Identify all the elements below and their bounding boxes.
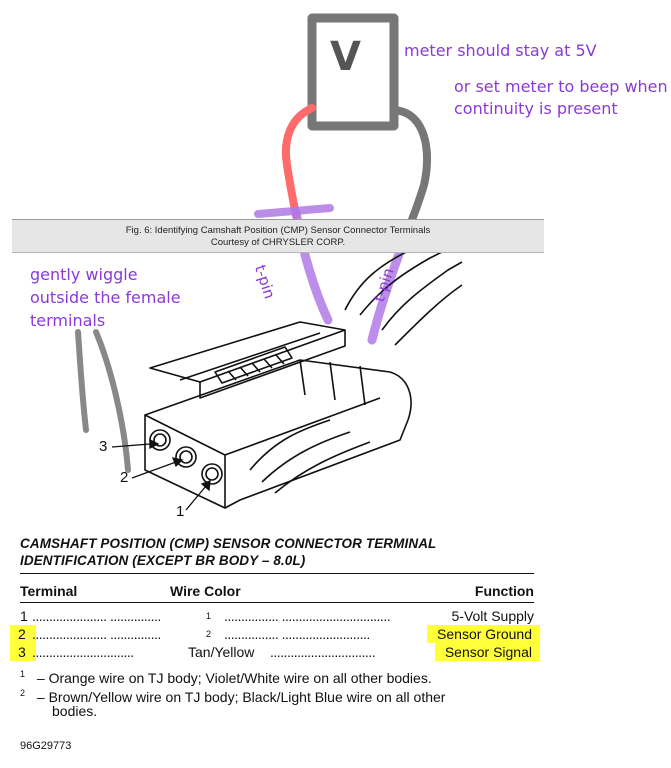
table-row: 3 .............................. Tan/Yel… [10,643,540,661]
footnote-2-mark: 2 [20,688,26,698]
table-title-rule [20,573,534,574]
row3-dots2: ............................... [270,644,376,660]
row2-wire: 2 [206,629,212,639]
row3-wire: Tan/Yellow [188,644,255,660]
header-function: Function [474,583,534,599]
row2-terminal: 2 [10,625,36,643]
terminal-label-3: 3 [99,438,108,455]
terminal-label-1: 1 [176,503,185,520]
annotation-wiggle-line3: terminals [30,311,106,330]
row1-function: 5-Volt Supply [451,608,535,624]
voltmeter-box [307,13,399,131]
figure-caption-credit: Courtesy of CHRYSLER CORP. [210,237,346,248]
black-probe-lead [390,106,432,239]
annotation-meter-5v: meter should stay at 5V [404,41,597,60]
row1-dots: ...................... ............... [32,608,161,624]
footnote-2-text-line1: – Brown/Yellow wire on TJ body; Black/Li… [36,688,446,705]
wiggle-stroke-left [75,329,89,433]
annotation-beep-line2: continuity is present [454,99,618,118]
header-wire-color: Wire Color [170,583,241,599]
table-row: 1 ...................... ...............… [20,607,534,625]
figure-caption-bar: Fig. 6: Identifying Camshaft Position (C… [12,219,544,253]
header-terminal: Terminal [20,583,78,599]
row3-terminal: 3 [10,643,36,661]
table-row: 2 ...................... ...............… [10,625,540,643]
red-probe-lead [282,104,316,219]
footnote-2: 2 – Brown/Yellow wire on TJ body; Black/… [20,685,540,706]
annotation-beep-line1: or set meter to beep when [454,77,668,96]
connector-drawing [144,241,463,509]
row3-function: Sensor Signal [434,643,540,661]
annotation-wiggle-line1: gently wiggle [30,265,138,284]
row1-terminal: 1 [20,608,28,624]
terminal-leaders [111,438,211,511]
table-title-line2: IDENTIFICATION (EXCEPT BR BODY – 8.0L) [20,553,306,568]
annotation-wiggle-line2: outside the female [30,288,181,307]
row2-dots: ...................... ............... [32,626,161,642]
row1-dots2: ................ .......................… [224,608,391,624]
header-rule [20,602,534,603]
row2-dots2: ................ .......................… [224,626,370,642]
footnote-1-text: – Orange wire on TJ body; Violet/White w… [36,669,432,686]
footnote-2-cont: bodies. [52,703,98,719]
row1-wire: 1 [206,611,212,621]
footnote-1-mark: 1 [20,669,26,679]
t-pin-left-bar [254,204,334,218]
row2-function: Sensor Ground [427,625,540,643]
footnote-1: 1 – Orange wire on TJ body; Violet/White… [20,666,540,687]
row3-dots: .............................. [32,644,134,660]
terminal-label-2: 2 [120,469,129,486]
figure-code: 96G29773 [20,740,72,752]
wiggle-stroke-right [93,329,131,473]
voltmeter-symbol: V [330,34,361,80]
table-title-line1: CAMSHAFT POSITION (CMP) SENSOR CONNECTOR… [20,536,437,551]
figure-caption-title: Fig. 6: Identifying Camshaft Position (C… [125,225,431,236]
